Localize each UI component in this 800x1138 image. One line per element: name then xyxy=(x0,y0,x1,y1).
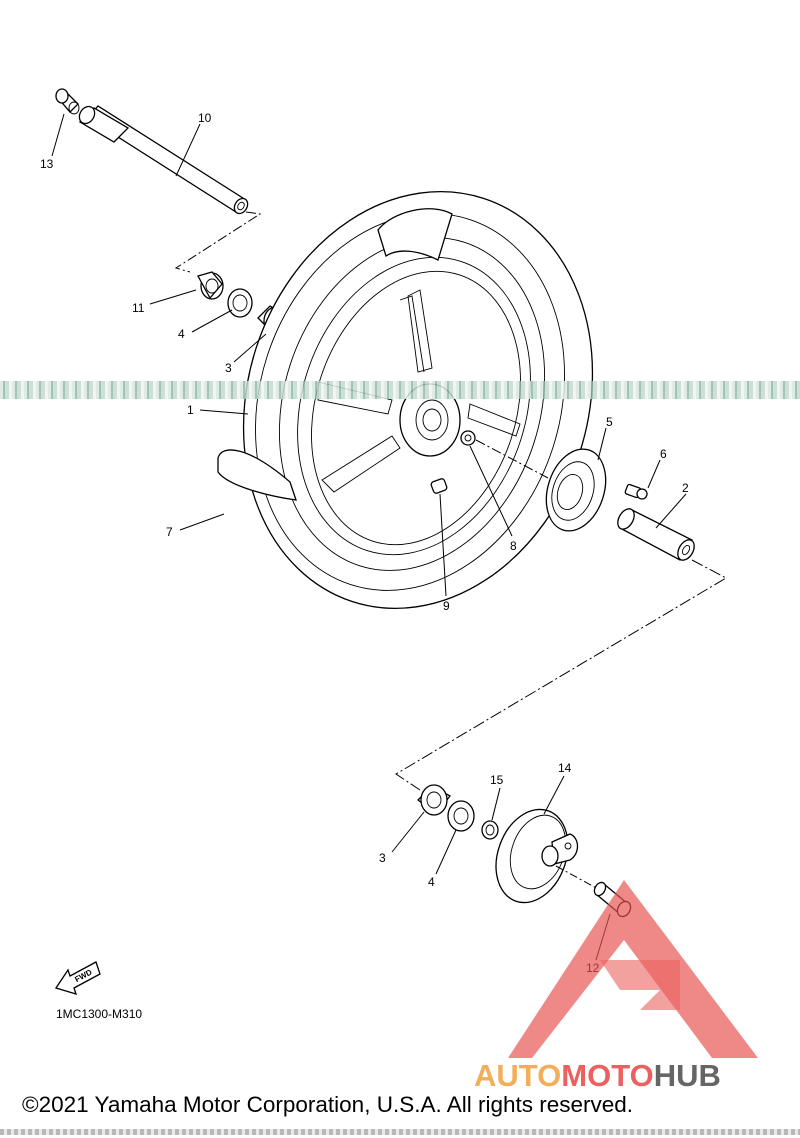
drawing-code: 1MC1300-M310 xyxy=(56,1007,142,1021)
collar-part-13 xyxy=(55,88,80,115)
callout-2: 2 xyxy=(682,481,689,495)
callout-4-right: 4 xyxy=(428,875,435,889)
callout-5: 5 xyxy=(606,415,613,429)
scan-artifact-band xyxy=(0,381,800,399)
callout-9: 9 xyxy=(443,599,450,613)
callout-3-left: 3 xyxy=(225,361,232,375)
oil-seal-part-4-left xyxy=(227,288,253,318)
automotohub-logo: AUTOMOTOHUB xyxy=(474,880,758,1093)
scan-artifact-bottom xyxy=(0,1129,800,1135)
axle-part xyxy=(78,105,249,215)
callout-6: 6 xyxy=(660,447,667,461)
callout-4-left: 4 xyxy=(178,327,185,341)
valve-part-9 xyxy=(430,478,448,494)
cover-part-5 xyxy=(545,448,607,532)
copyright-text: ©2021 Yamaha Motor Corporation, U.S.A. A… xyxy=(22,1092,634,1117)
logo-text-hub: HUB xyxy=(654,1058,721,1093)
spacer-part-11 xyxy=(197,271,224,300)
callout-15: 15 xyxy=(490,773,504,787)
callout-8: 8 xyxy=(510,539,517,553)
callout-10: 10 xyxy=(198,111,212,125)
gear-unit-part-14 xyxy=(495,808,579,904)
bearing-part-3-right xyxy=(417,784,451,816)
callout-1: 1 xyxy=(187,403,194,417)
leader-lines xyxy=(51,113,687,961)
logo-text-moto: MOTO xyxy=(561,1058,653,1093)
fwd-arrow-icon: FWD xyxy=(54,961,101,995)
collar-part-15 xyxy=(481,820,499,840)
logo-text-auto: AUTO xyxy=(474,1058,561,1093)
callout-11: 11 xyxy=(132,301,145,315)
wheel-assembly xyxy=(217,190,594,610)
callout-14: 14 xyxy=(558,761,572,775)
oil-seal-part-4-right xyxy=(447,800,475,832)
spacer-part-2 xyxy=(617,508,695,561)
bolt-part-6 xyxy=(624,483,648,500)
callout-13: 13 xyxy=(40,157,54,171)
bolt-part-8 xyxy=(460,430,476,446)
callout-3-right: 3 xyxy=(379,851,386,865)
svg-text:AUTOMOTOHUB: AUTOMOTOHUB xyxy=(474,1058,721,1093)
callout-7: 7 xyxy=(166,525,173,539)
